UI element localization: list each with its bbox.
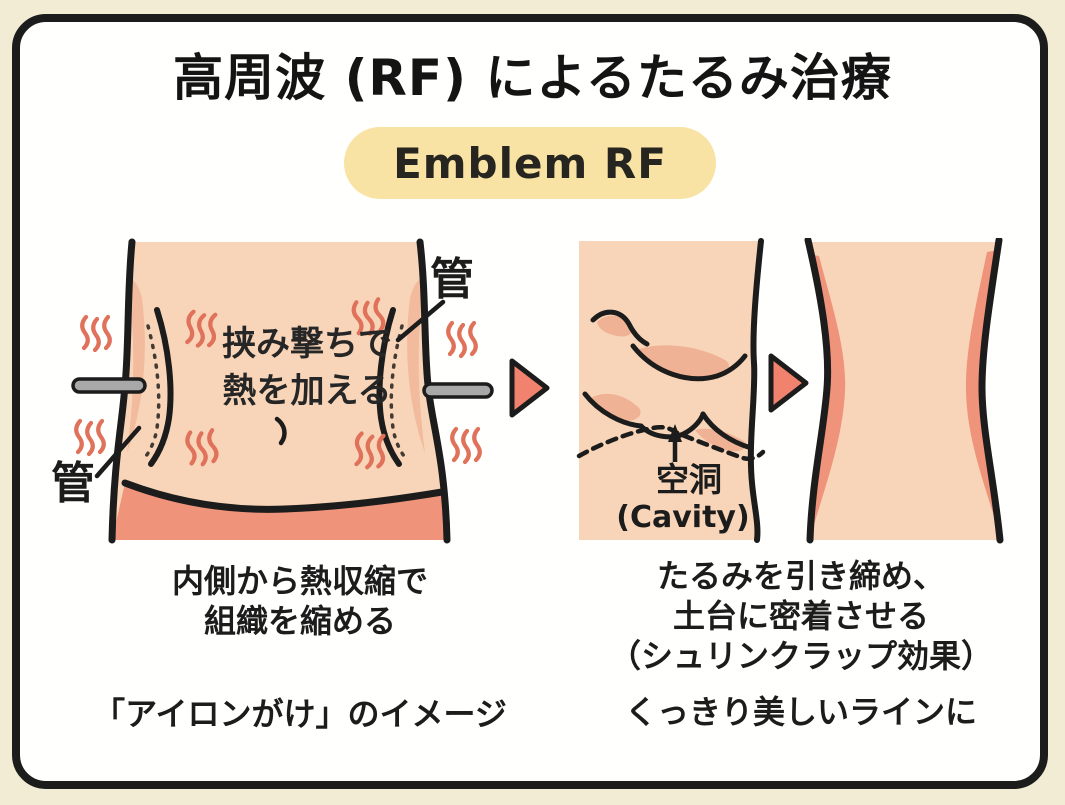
after-caption-line3: （シュリンクラップ効果）: [608, 637, 993, 675]
cavity-illustration: 空洞 (Cavity): [576, 238, 766, 543]
waist-shading-right: [407, 278, 425, 453]
after-caption: たるみを引き締め、 土台に密着させる （シュリンクラップ効果）: [562, 556, 1040, 676]
heat-wave-icon: [354, 433, 385, 469]
incision-line-left: [148, 307, 174, 467]
product-badge: Emblem RF: [344, 127, 716, 199]
cavity-label-en: (Cavity): [616, 500, 749, 535]
tube-label-bottom: 管: [51, 458, 95, 509]
waistband-line: [121, 479, 446, 513]
before-caption: 内側から熱収縮で 組織を縮める: [60, 561, 540, 641]
heat-wave-icon: [76, 421, 104, 454]
before-caption-line1: 内側から熱収縮で: [171, 562, 428, 600]
hook-mark: [274, 416, 287, 446]
pinch-heat-text-line2: 熱を加える: [223, 371, 392, 411]
incision-line-right: [376, 307, 402, 467]
process-arrow-icon: [768, 353, 809, 413]
after-caption-line2: 土台に密着させる: [672, 597, 929, 635]
fold-shading: [695, 428, 747, 452]
fold-shading: [597, 315, 633, 337]
body-skin: [808, 242, 1000, 540]
product-badge-label: Emblem RF: [393, 138, 667, 188]
heat-wave-icon: [185, 311, 217, 348]
waist-shading-left: [127, 278, 145, 453]
body-outline-left: [804, 238, 832, 544]
heat-wave-icon: [448, 323, 476, 356]
before-treatment-illustration: 挟み撃ちで 熱を加える 管 管: [51, 238, 494, 544]
fold-shading: [635, 345, 729, 378]
before-subcaption: 「アイロンがけ」のイメージ: [93, 695, 507, 733]
sagging-fold-lines: [582, 309, 754, 451]
cannula-rod-right-icon: [422, 382, 494, 399]
cavity-arrow-icon: [668, 424, 682, 462]
tube-pointer-line-top: [395, 299, 446, 343]
dashed-guide-line-right: [389, 324, 408, 461]
fold-shading: [591, 393, 641, 422]
cavity-label-jp: 空洞: [656, 460, 722, 499]
heat-wave-icon: [82, 317, 110, 350]
body-outline-right: [978, 238, 1004, 544]
tube-label-top: 管: [430, 254, 474, 305]
after-subcaption: くっきり美しいラインに: [624, 693, 977, 731]
heat-wave-icon: [452, 429, 480, 462]
tube-pointer-line-bottom: [94, 425, 142, 479]
cannula-rod-left-icon: [71, 377, 147, 394]
after-treatment-illustration: [804, 238, 1004, 544]
waist-shading-right: [965, 250, 999, 532]
dashed-guide-line-left: [142, 324, 161, 461]
body-edge-line: [747, 238, 764, 543]
waist-shading-left: [808, 254, 846, 534]
after-caption-line1: たるみを引き締め、: [656, 557, 945, 595]
before-caption-line2: 組織を縮める: [203, 602, 396, 640]
page-title: 高周波 (RF) によるたるみ治療: [173, 49, 892, 107]
torso-skin: [112, 242, 447, 540]
pinch-heat-text-line1: 挟み撃ちで: [222, 324, 392, 364]
process-arrow-icon: [509, 358, 550, 418]
